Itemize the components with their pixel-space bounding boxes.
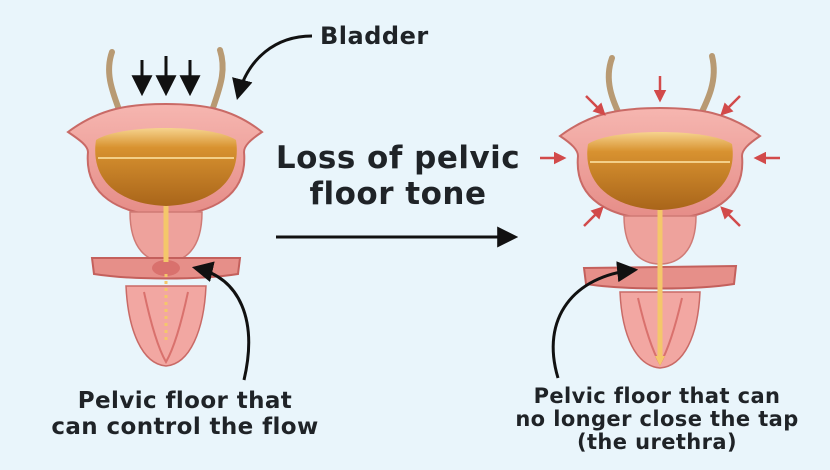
left-caption-line-1: Pelvic floor that (77, 388, 293, 414)
title-line-1: Loss of pelvic (275, 140, 521, 176)
right-illustration (540, 53, 780, 369)
left-bladder-urine (95, 128, 237, 206)
diagram-title: Loss of pelvic floor tone (258, 140, 538, 212)
right-caption-line-3: (the urethra) (576, 430, 737, 454)
bladder-label: Bladder (320, 22, 429, 50)
bladder-pointer-arrow (232, 34, 313, 101)
right-caption-line-2: no longer close the tap (515, 407, 799, 431)
right-caption-line-1: Pelvic floor that can (533, 384, 781, 408)
arrow-inward-icon (540, 76, 780, 227)
right-caption-pointer-arrow (551, 261, 639, 379)
arrow-down-icon (131, 56, 201, 97)
left-caption: Pelvic floor that can control the flow (20, 388, 350, 440)
left-caption-line-2: can control the flow (51, 414, 319, 440)
left-sphincter (152, 260, 180, 276)
left-illustration (66, 47, 264, 367)
left-caption-pointer-arrow (191, 261, 251, 381)
title-line-2: floor tone (309, 176, 487, 212)
right-bladder-urine (587, 132, 733, 210)
right-caption: Pelvic floor that can no longer close th… (482, 385, 830, 454)
